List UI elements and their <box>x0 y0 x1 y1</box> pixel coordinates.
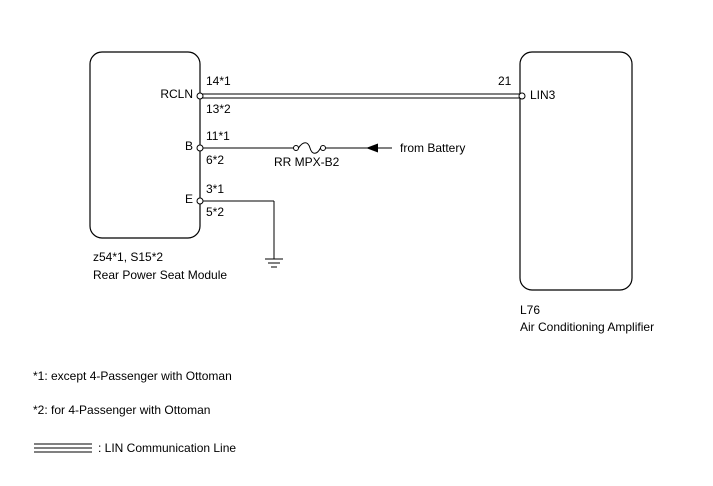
battery-label: from Battery <box>400 141 465 155</box>
rcln-terminal <box>196 92 204 100</box>
fuse-terminal-left <box>293 145 299 151</box>
left-module-name: Rear Power Seat Module <box>93 268 227 282</box>
rcln-label: RCLN <box>160 87 193 101</box>
b-label: B <box>185 139 193 153</box>
e-terminal <box>196 197 204 205</box>
left-module-connector: z54*1, S15*2 <box>93 250 163 264</box>
rcln-pin-2: 13*2 <box>206 102 231 116</box>
right-module-connector: L76 <box>520 303 540 317</box>
lin-line-legend-icon <box>34 443 92 453</box>
e-pin-2: 5*2 <box>206 205 224 219</box>
fuse-terminal-right <box>320 145 326 151</box>
lin3-terminal <box>518 92 526 100</box>
b-pin-1: 11*1 <box>206 129 230 143</box>
fuse-icon <box>298 142 321 154</box>
right-module-name: Air Conditioning Amplifier <box>520 320 654 334</box>
lin-line-legend-label: : LIN Communication Line <box>98 441 236 455</box>
b-pin-2: 6*2 <box>206 153 224 167</box>
fuse-label: RR MPX-B2 <box>274 155 340 169</box>
battery-arrow-icon <box>366 143 378 153</box>
b-terminal <box>196 144 204 152</box>
rear-power-seat-module-box <box>89 51 201 239</box>
note-1: *1: except 4-Passenger with Ottoman <box>33 369 232 383</box>
e-pin-1: 3*1 <box>206 182 224 196</box>
rcln-pin-1: 14*1 <box>206 74 231 88</box>
lin3-pin-number: 21 <box>498 74 512 88</box>
air-conditioning-amplifier-box <box>519 51 633 291</box>
lin3-label: LIN3 <box>530 88 556 102</box>
note-2: *2: for 4-Passenger with Ottoman <box>33 403 210 417</box>
ground-icon <box>265 258 283 268</box>
e-label: E <box>185 192 193 206</box>
